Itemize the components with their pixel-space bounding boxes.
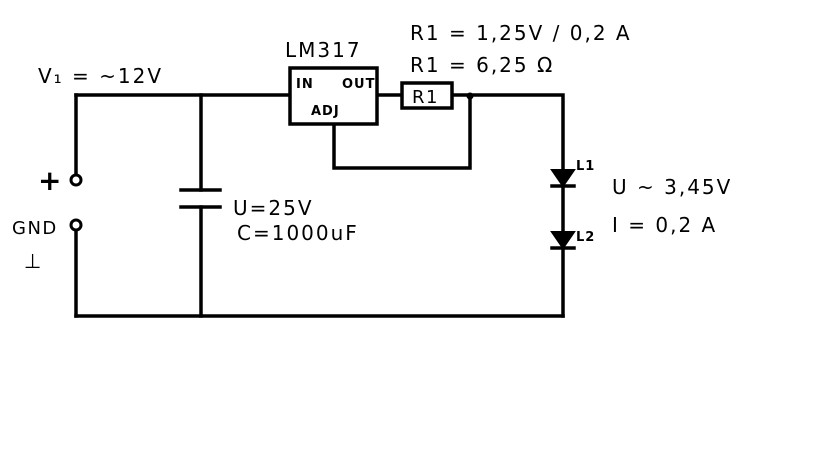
lm317-regulator <box>288 66 379 126</box>
junction-dot <box>466 92 474 100</box>
regulator-name: LM317 <box>285 38 362 62</box>
led-l2-label: L2 <box>576 230 595 245</box>
capacitor-capacitance-label: C=1000uF <box>237 221 359 245</box>
input-voltage-label: V₁ = ~12V <box>38 64 163 88</box>
ground-symbol: ⊥ <box>24 249 43 273</box>
gnd-label: GND <box>12 218 58 239</box>
formula-r1-value: R1 = 6,25 Ω <box>410 53 554 77</box>
pin-out-label: OUT <box>342 77 375 92</box>
capacitor-voltage-label: U=25V <box>233 196 314 220</box>
pin-in-label: IN <box>296 77 314 92</box>
gnd-terminal <box>69 218 83 232</box>
wire-adj-feedback <box>332 93 472 170</box>
led-l2 <box>550 231 576 250</box>
plus-terminal <box>69 173 83 187</box>
led-l1 <box>550 169 576 188</box>
formula-r1-calc: R1 = 1,25V / 0,2 A <box>410 21 632 45</box>
resistor-r1 <box>400 81 454 110</box>
pin-adj-label: ADJ <box>311 104 340 119</box>
wire-r1-to-leds <box>450 93 565 172</box>
plus-label: + <box>38 164 61 197</box>
led-current-label: I = 0,2 A <box>612 213 717 237</box>
led-voltage-label: U ~ 3,45V <box>612 175 732 199</box>
led-l1-label: L1 <box>576 159 595 174</box>
resistor-label: R1 <box>412 87 439 108</box>
